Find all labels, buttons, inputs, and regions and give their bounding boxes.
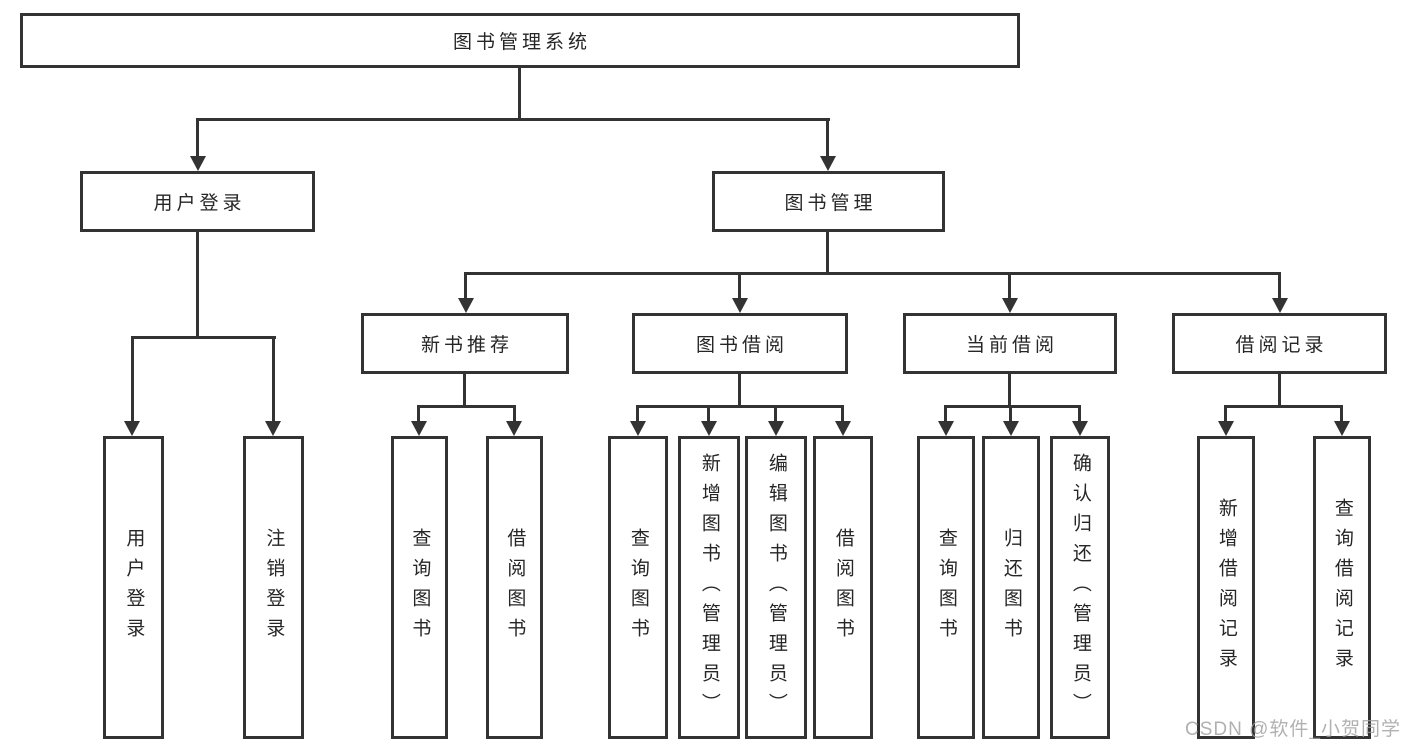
leaf-add-borrow-record: 新增借阅记录 [1197, 436, 1255, 739]
node-book-borrow: 图书借阅 [632, 313, 848, 374]
connector-vline [196, 232, 199, 336]
leaf-label: 用户登录 [123, 527, 145, 648]
node-borrow-records: 借阅记录 [1172, 313, 1387, 374]
connector-vline [272, 336, 275, 421]
leaf-query-books-borrow: 查询图书 [608, 436, 668, 739]
connector-vline [464, 272, 467, 299]
leaf-return-books: 归还图书 [982, 436, 1040, 739]
connector-vline [1078, 405, 1081, 421]
connector-hline [636, 405, 843, 408]
leaf-label: 新增图书（管理员） [698, 452, 720, 723]
leaf-logout: 注销登录 [243, 436, 304, 739]
leaf-label: 归还图书 [1000, 527, 1022, 648]
node-label: 新书推荐 [420, 335, 513, 356]
connector-vline [1008, 374, 1011, 405]
connector-hline [417, 405, 516, 408]
leaf-label: 借阅图书 [504, 527, 526, 648]
arrow-down-icon [1002, 298, 1018, 313]
arrow-down-icon [938, 421, 954, 436]
leaf-user-login: 用户登录 [103, 436, 164, 739]
leaf-label: 注销登录 [263, 527, 285, 648]
leaf-label: 新增借阅记录 [1215, 497, 1237, 678]
connector-vline [944, 405, 947, 421]
node-label: 图书管理系统 [452, 32, 591, 53]
connector-vline [463, 374, 466, 405]
arrow-down-icon [506, 421, 522, 436]
arrow-down-icon [265, 421, 281, 436]
arrow-down-icon [1272, 298, 1288, 313]
arrow-down-icon [732, 298, 748, 313]
connector-vline [738, 272, 741, 299]
leaf-confirm-return-admin: 确认归还（管理员） [1050, 436, 1110, 739]
leaf-edit-books-admin: 编辑图书（管理员） [745, 436, 807, 739]
arrow-down-icon [1218, 421, 1234, 436]
connector-vline [131, 336, 134, 421]
node-label: 当前借阅 [965, 335, 1058, 356]
connector-hline [196, 118, 830, 121]
node-label: 用户登录 [153, 193, 246, 214]
connector-vline [1278, 374, 1281, 405]
node-label: 图书管理 [784, 193, 877, 214]
connector-vline [841, 405, 844, 421]
arrow-down-icon [458, 298, 474, 313]
arrow-down-icon [411, 421, 427, 436]
leaf-query-books-recommend: 查询图书 [391, 436, 448, 739]
connector-vline [1009, 405, 1012, 421]
arrow-down-icon [630, 421, 646, 436]
arrow-down-icon [701, 421, 717, 436]
node-library-system: 图书管理系统 [20, 13, 1020, 68]
node-label: 借阅记录 [1235, 335, 1328, 356]
connector-vline [1224, 405, 1227, 421]
arrow-down-icon [835, 421, 851, 436]
connector-vline [707, 405, 710, 421]
node-new-book-recommend: 新书推荐 [361, 313, 569, 374]
arrow-down-icon [1003, 421, 1019, 436]
leaf-label: 查询图书 [627, 527, 649, 648]
csdn-watermark: CSDN @软件_小贺同学 [1185, 719, 1401, 740]
node-current-borrow: 当前借阅 [903, 313, 1117, 374]
connector-hline [1225, 405, 1342, 408]
leaf-label: 查询图书 [409, 527, 431, 648]
arrow-down-icon [190, 156, 206, 171]
connector-vline [826, 232, 829, 272]
node-label: 图书借阅 [695, 335, 788, 356]
connector-vline [826, 118, 829, 157]
arrow-down-icon [124, 421, 140, 436]
connector-vline [636, 405, 639, 421]
connector-vline [1008, 272, 1011, 299]
connector-vline [196, 118, 199, 157]
node-user-login: 用户登录 [80, 171, 315, 232]
connector-vline [518, 68, 521, 118]
leaf-borrow-books-recommend: 借阅图书 [486, 436, 543, 739]
connector-hline [131, 336, 276, 339]
arrow-down-icon [1334, 421, 1350, 436]
node-book-management: 图书管理 [712, 171, 945, 232]
leaf-label: 确认归还（管理员） [1069, 452, 1091, 723]
leaf-label: 查询借阅记录 [1331, 497, 1353, 678]
leaf-borrow-books: 借阅图书 [813, 436, 873, 739]
connector-hline [945, 405, 1080, 408]
connector-vline [1340, 405, 1343, 421]
connector-vline [417, 405, 420, 421]
leaf-query-borrow-record: 查询借阅记录 [1313, 436, 1371, 739]
connector-vline [738, 374, 741, 405]
leaf-query-books-current: 查询图书 [917, 436, 975, 739]
leaf-label: 编辑图书（管理员） [765, 452, 787, 723]
leaf-label: 借阅图书 [832, 527, 854, 648]
arrow-down-icon [820, 156, 836, 171]
connector-vline [513, 405, 516, 421]
connector-vline [774, 405, 777, 421]
arrow-down-icon [1072, 421, 1088, 436]
connector-vline [1278, 272, 1281, 299]
arrow-down-icon [768, 421, 784, 436]
leaf-add-books-admin: 新增图书（管理员） [678, 436, 740, 739]
leaf-label: 查询图书 [935, 527, 957, 648]
connector-hline [465, 272, 1281, 275]
